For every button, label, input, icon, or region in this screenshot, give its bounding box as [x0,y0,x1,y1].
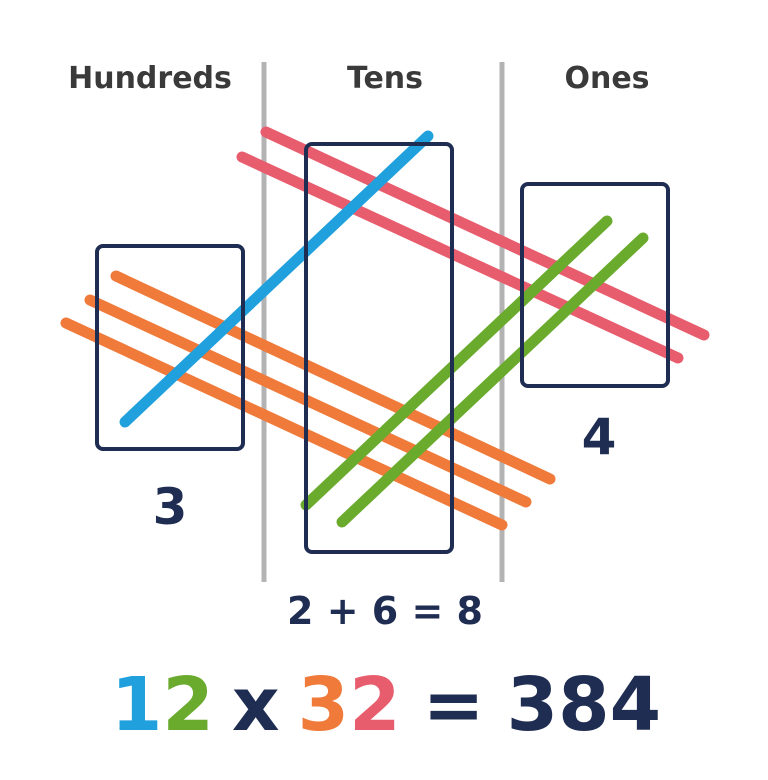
hundreds-header: Hundreds [68,61,232,96]
equation-times: x [232,662,280,748]
equation-digit-4: 2 [349,662,401,748]
tens-group-box [304,142,454,554]
equation-equals: = [423,662,485,748]
equation-result: 384 [507,662,661,748]
tens-header: Tens [347,61,423,96]
orange-line-1 [110,270,556,485]
hundreds-result: 3 [153,478,188,536]
ones-header: Ones [564,61,649,96]
equation-digit-3: 3 [298,662,350,748]
ones-result: 4 [582,408,617,466]
orange-line-3 [60,317,508,531]
green-line-2 [336,232,649,528]
green-line-1 [300,215,613,511]
green-lines [300,215,649,528]
equation-digit-2: 2 [162,662,214,748]
red-lines [236,126,710,364]
tens-sum: 2 + 6 = 8 [287,589,483,633]
red-line-1 [260,126,710,341]
equation-digit-1: 1 [111,662,163,748]
ones-group-box [520,182,670,388]
blue-line [119,130,434,428]
red-line-2 [236,151,684,364]
hundreds-group-box [95,244,245,451]
